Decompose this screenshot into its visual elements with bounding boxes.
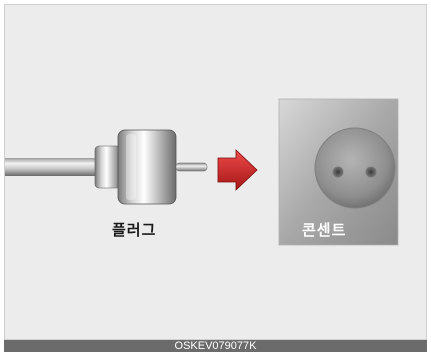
- outlet-label: 콘센트: [302, 221, 347, 239]
- image-code: OSKEV079077K: [174, 340, 257, 352]
- plug-label: 플러그: [112, 221, 157, 239]
- arrow-right-icon: [217, 149, 258, 191]
- footer-bar: OSKEV079077K: [4, 340, 427, 352]
- plug-icon: [5, 129, 208, 205]
- plug-outlet-illustration: [5, 98, 399, 246]
- power-outlet-icon: [278, 98, 399, 246]
